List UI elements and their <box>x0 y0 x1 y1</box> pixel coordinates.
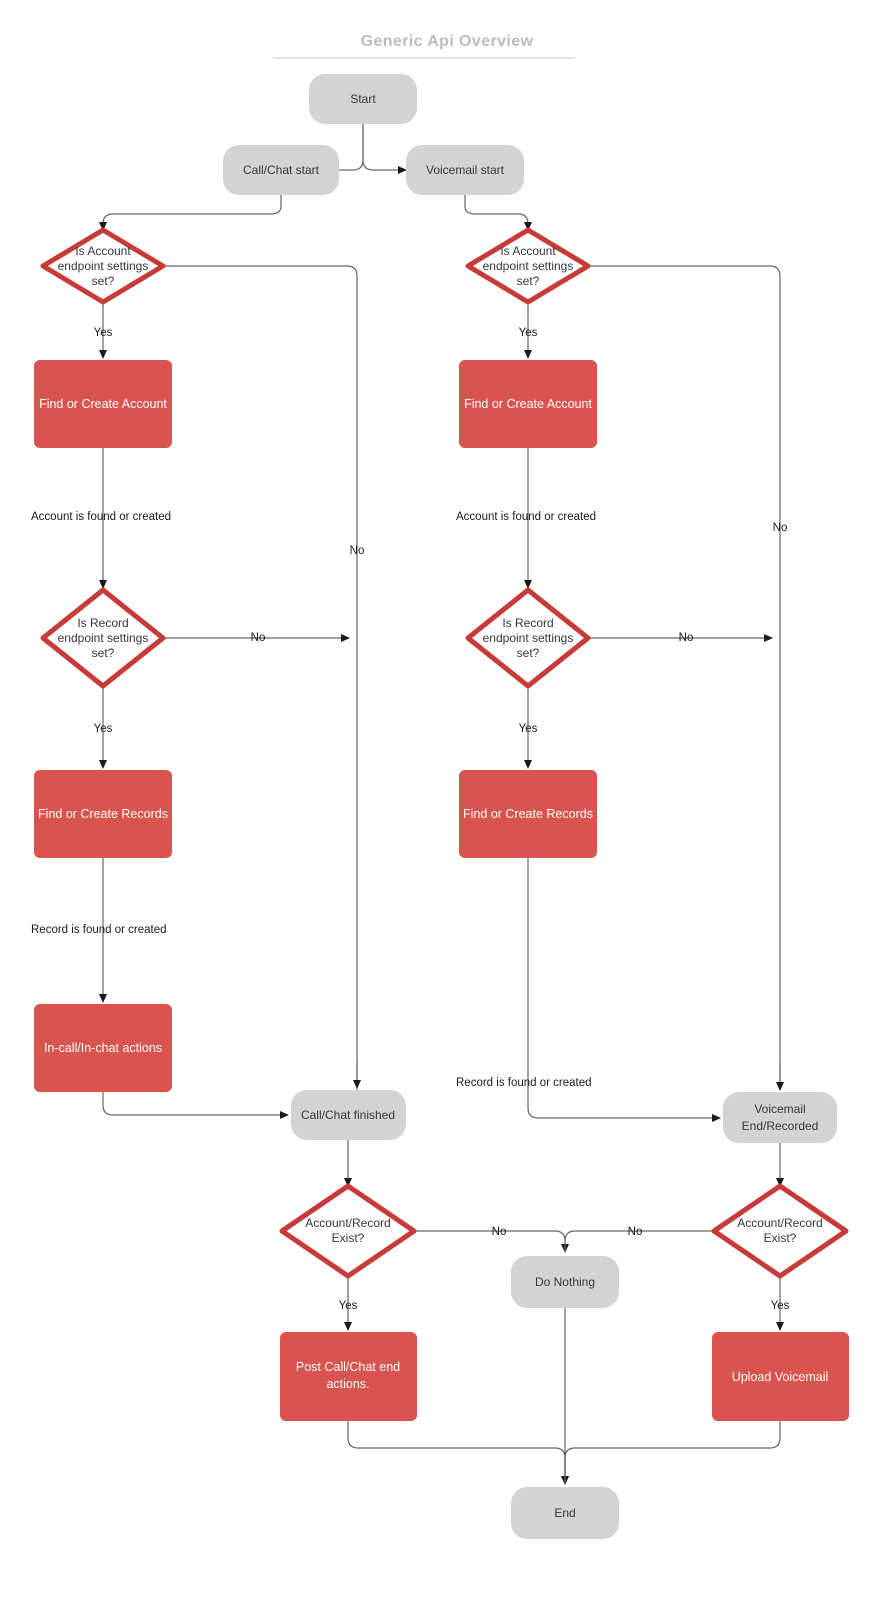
process-find-create-account-right[interactable]: Find or Create Account <box>459 360 597 448</box>
edge-label-yes-exist-left: Yes <box>339 1300 358 1312</box>
node-voicemail-start[interactable]: Voicemail start <box>406 145 524 195</box>
decision-record-endpoint-left[interactable]: Is Record endpoint settings set? <box>40 587 166 689</box>
node-start-label: Start <box>350 92 376 106</box>
edge-accountdec-right-no <box>588 265 781 1090</box>
edge-voicemail-to-accountdec-right <box>464 194 532 231</box>
process-find-create-records-left-label: Find or Create Records <box>38 807 168 821</box>
process-post-call-chat-end-actions[interactable]: Post Call/Chat end actions. <box>280 1332 417 1421</box>
process-find-create-records-left[interactable]: Find or Create Records <box>34 770 172 858</box>
process-in-call-actions[interactable]: In-call/In-chat actions <box>34 1004 172 1092</box>
page-title: Generic Api Overview <box>361 33 534 50</box>
decision-record-left-line2: endpoint settings <box>58 631 149 645</box>
decision-account-left-line3: set? <box>92 274 115 288</box>
decision-record-endpoint-right[interactable]: Is Record endpoint settings set? <box>465 587 591 689</box>
edge-label-no-exist-right: No <box>628 1226 643 1238</box>
decision-exist-left-line2: Exist? <box>332 1231 365 1245</box>
node-voicemail-end-line2: End/Recorded <box>742 1119 819 1133</box>
decision-account-endpoint-right[interactable]: Is Account endpoint settings set? <box>465 227 591 305</box>
edge-label-yes-exist-right: Yes <box>771 1300 790 1312</box>
edge-label-no-account-left: No <box>350 545 365 557</box>
edge-label-no-record-right: No <box>679 632 694 644</box>
process-upload-voicemail-label: Upload Voicemail <box>732 1370 829 1384</box>
decision-account-right-line2: endpoint settings <box>483 259 574 273</box>
node-call-chat-start-label: Call/Chat start <box>243 163 320 177</box>
edge-start-to-voicemail <box>362 124 407 174</box>
decision-exist-left-line1: Account/Record <box>305 1216 390 1230</box>
edge-label-account-found-left: Account is found or created <box>31 511 171 523</box>
node-voicemail-end-line1: Voicemail <box>754 1102 805 1116</box>
decision-account-left-line1: Is Account <box>75 244 131 258</box>
process-find-create-account-left[interactable]: Find or Create Account <box>34 360 172 448</box>
decision-record-right-line2: endpoint settings <box>483 631 574 645</box>
edge-label-no-record-left: No <box>251 632 266 644</box>
process-find-create-records-right[interactable]: Find or Create Records <box>459 770 597 858</box>
edge-label-yes-account-right: Yes <box>519 327 538 339</box>
decision-account-right-line3: set? <box>517 274 540 288</box>
decision-exist-right-line1: Account/Record <box>737 1216 822 1230</box>
edge-label-no-account-right: No <box>773 522 788 534</box>
decision-account-record-exist-right[interactable]: Account/Record Exist? <box>711 1183 849 1279</box>
decision-account-left-line2: endpoint settings <box>58 259 149 273</box>
edge-label-yes-account-left: Yes <box>94 327 113 339</box>
edges-layer <box>99 124 784 1485</box>
node-end-label: End <box>554 1506 575 1520</box>
node-voicemail-end-recorded[interactable]: Voicemail End/Recorded <box>723 1092 837 1143</box>
decision-account-record-exist-left[interactable]: Account/Record Exist? <box>279 1183 417 1279</box>
process-post-call-actions-line2: actions. <box>326 1377 369 1391</box>
node-do-nothing[interactable]: Do Nothing <box>511 1256 619 1308</box>
decision-account-endpoint-left[interactable]: Is Account endpoint settings set? <box>40 227 166 305</box>
process-find-create-account-right-label: Find or Create Account <box>464 397 592 411</box>
edge-callchat-to-accountdec-left <box>99 194 282 231</box>
edge-records-to-voicemailend <box>527 858 721 1122</box>
edge-labels-layer: Yes Yes No No Account is found or create… <box>31 327 790 1312</box>
node-end[interactable]: End <box>511 1487 619 1539</box>
node-voicemail-start-label: Voicemail start <box>426 163 505 177</box>
edge-existdec-right-no <box>564 1230 717 1252</box>
edge-label-account-found-right: Account is found or created <box>456 511 596 523</box>
node-call-chat-start[interactable]: Call/Chat start <box>223 145 339 195</box>
decision-record-left-line1: Is Record <box>77 616 128 630</box>
process-find-create-account-left-label: Find or Create Account <box>39 397 167 411</box>
decision-record-right-line3: set? <box>517 646 540 660</box>
node-do-nothing-label: Do Nothing <box>535 1275 595 1289</box>
edge-label-yes-record-right: Yes <box>519 723 538 735</box>
node-call-chat-finished-label: Call/Chat finished <box>301 1108 395 1122</box>
decision-record-left-line3: set? <box>92 646 115 660</box>
edge-uploadvm-to-end <box>564 1421 781 1484</box>
edge-label-record-found-right: Record is found or created <box>456 1077 592 1089</box>
decision-account-right-line1: Is Account <box>500 244 556 258</box>
edge-existdec-left-no <box>414 1230 569 1253</box>
edge-label-yes-record-left: Yes <box>94 723 113 735</box>
process-post-call-actions-line1: Post Call/Chat end <box>296 1360 400 1374</box>
node-call-chat-finished[interactable]: Call/Chat finished <box>291 1090 406 1140</box>
process-find-create-records-right-label: Find or Create Records <box>463 807 593 821</box>
process-in-call-actions-label: In-call/In-chat actions <box>44 1041 162 1055</box>
edge-postcall-to-end <box>347 1421 569 1485</box>
edge-label-record-found-left: Record is found or created <box>31 924 167 936</box>
process-upload-voicemail[interactable]: Upload Voicemail <box>712 1332 849 1421</box>
edge-label-no-exist-left: No <box>492 1226 507 1238</box>
node-start[interactable]: Start <box>309 74 417 124</box>
edge-accountdec-left-no <box>163 265 358 1098</box>
edge-incall-to-callchatfinished <box>102 1091 289 1119</box>
decision-exist-right-line2: Exist? <box>764 1231 797 1245</box>
decision-record-right-line1: Is Record <box>502 616 553 630</box>
